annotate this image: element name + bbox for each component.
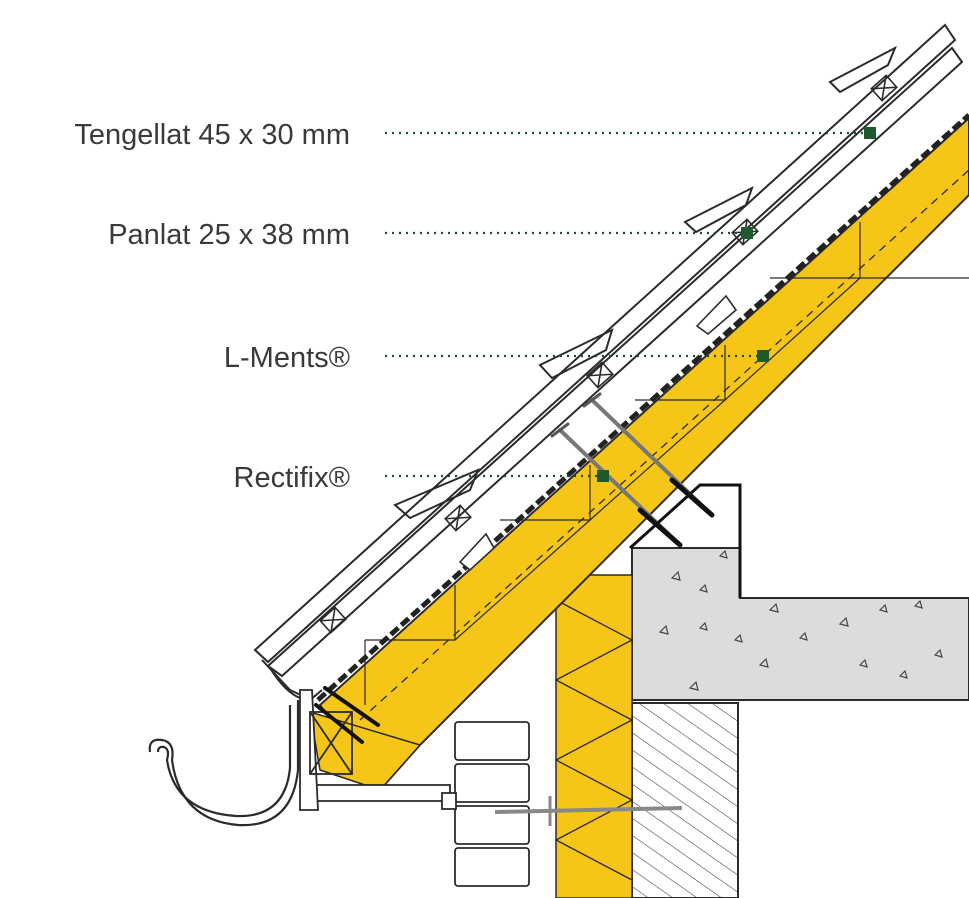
marker-rectifix [597,470,609,482]
batten-connectors [458,294,738,572]
wall-anchor [494,796,683,826]
eave-fascia [299,689,457,811]
label-markers [597,127,876,482]
label-tengellat: Tengellat 45 x 30 mm [74,119,350,151]
label-l-ments: L-Ments® [224,342,350,374]
marker-panlat [741,227,753,239]
roof-membrane [316,113,969,702]
roof-insulation-panel [309,116,969,792]
rafter-support-bracket [628,483,742,598]
label-rectifix: Rectifix® [234,462,350,494]
label-leaders [385,131,866,478]
cavity-insulation [554,574,634,898]
gutter [148,700,300,827]
concrete-slab [631,547,969,701]
brick-facade [454,721,530,887]
rectifix-screws [314,392,715,744]
label-panlat: Panlat 25 x 38 mm [108,219,350,251]
marker-tengellat [864,127,876,139]
marker-l-ments [757,350,769,362]
masonry-wall [631,702,739,898]
